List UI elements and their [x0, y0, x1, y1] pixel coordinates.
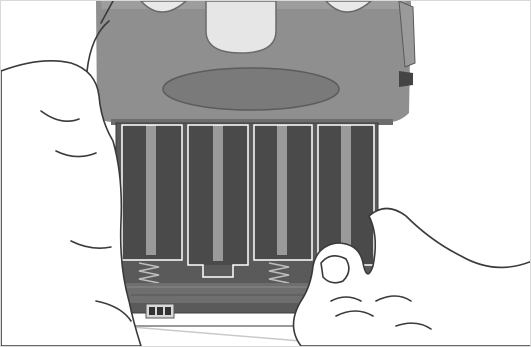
- camera-housing: [96, 1, 415, 125]
- mode-switch: [146, 304, 174, 318]
- battery-slot-2: [188, 125, 248, 277]
- housing-oval-recess: [163, 68, 339, 110]
